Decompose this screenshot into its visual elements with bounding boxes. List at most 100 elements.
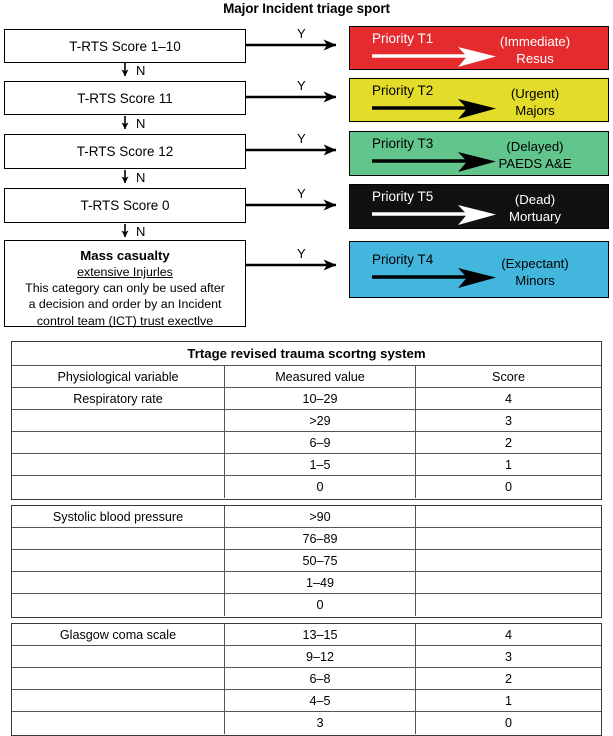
priority-outcome-line-2: PAEDS A&E <box>498 155 572 171</box>
mass-casualty-heading: Mass casualty <box>80 248 170 263</box>
branch-label-yes-5: Y <box>297 246 306 261</box>
cell-measured-value: 0 <box>225 476 416 498</box>
priority-arrow-t4 <box>372 268 496 288</box>
table-row: 0 <box>12 594 601 616</box>
decision-label: T-RTS Score 0 <box>80 198 170 213</box>
cell-variable <box>12 550 225 571</box>
branch-label-no-1: N <box>136 63 146 78</box>
cell-variable: Respiratory rate <box>12 388 225 409</box>
priority-arrow-t3 <box>372 152 496 172</box>
branch-label-yes-2: Y <box>297 78 306 93</box>
cell-variable: Systolic blood pressure <box>12 506 225 527</box>
cell-score: 2 <box>504 671 512 686</box>
priority-label-t5: Priority T5 <box>372 189 434 204</box>
branch-label-no-2: N <box>136 116 146 131</box>
branch-label-no-3: N <box>136 170 146 185</box>
cell-measured-value: 1–5 <box>225 454 416 475</box>
priority-arrow-t5 <box>372 205 496 225</box>
cell-variable: Glasgow coma scale <box>12 624 225 645</box>
cell-score: 3 <box>504 413 512 428</box>
priority-outcome-line-1: (Dead) <box>514 192 556 207</box>
cell-measured-value: 6–9 <box>225 432 416 453</box>
priority-outcome-line-2: Majors <box>515 102 555 118</box>
cell-measured-value: >90 <box>225 506 416 527</box>
decision-box-mass-casualty[interactable]: Mass casualty extensive Injurles This ca… <box>4 240 246 328</box>
cell-variable <box>12 410 225 431</box>
table-row: Systolic blood pressure>90 <box>12 506 601 528</box>
priority-outcome-t4: (Expectant) Minors <box>476 256 594 290</box>
cell-variable <box>12 572 225 593</box>
mass-casualty-line-2: a decision and order by an Incident <box>28 297 222 312</box>
cell-measured-value: 0 <box>225 594 416 616</box>
priority-outcome-t2: (Urgent) Majors <box>476 86 594 120</box>
priority-box-t3[interactable]: Priority T3 (Delayed) PAEDS A&E <box>349 131 609 176</box>
branch-label-yes-1: Y <box>297 26 306 41</box>
decision-box-t-rts-score-0[interactable]: T-RTS Score 0 <box>4 188 246 223</box>
mass-casualty-subheading: extensive Injurles <box>77 265 173 280</box>
cell-variable <box>12 690 225 711</box>
table-header-cell: Score <box>492 369 525 384</box>
decision-box-t-rts-score-12[interactable]: T-RTS Score 12 <box>4 134 246 169</box>
priority-label-t3: Priority T3 <box>372 136 434 151</box>
decision-label: T-RTS Score 1–10 <box>69 38 181 54</box>
priority-outcome-line-1: (Expectant) <box>501 256 569 271</box>
cell-score: 0 <box>504 480 512 494</box>
table-row: 6–8 2 <box>12 668 601 690</box>
cell-measured-value: 13–15 <box>225 624 416 645</box>
cell-variable <box>12 646 225 667</box>
cell-variable <box>12 476 225 498</box>
triage-flowchart-page: Major Incident triage sport <box>4 1 609 736</box>
cell-score <box>416 594 601 616</box>
cell-measured-value: 10–29 <box>225 388 416 409</box>
priority-outcome-line-2: Minors <box>515 272 555 288</box>
priority-outcome-t3: (Delayed) PAEDS A&E <box>476 139 594 173</box>
cell-score: 4 <box>504 627 512 642</box>
priority-outcome-line-2: Mortuary <box>508 208 562 224</box>
cell-score: 4 <box>504 391 512 406</box>
branch-label-yes-4: Y <box>297 186 306 201</box>
cell-variable <box>12 594 225 616</box>
priority-outcome-line-2: Resus <box>516 50 554 66</box>
cell-variable <box>12 432 225 453</box>
priority-box-t2[interactable]: Priority T2 (Urgent) Majors <box>349 78 609 122</box>
table-row: 6–9 2 <box>12 432 601 454</box>
table-header-cell: Measured value <box>225 366 416 387</box>
decision-label: T-RTS Score 11 <box>77 90 173 106</box>
priority-outcome-line-1: (Immediate) <box>499 34 571 49</box>
table-row: 1–49 <box>12 572 601 594</box>
table-row: 50–75 <box>12 550 601 572</box>
cell-measured-value: 6–8 <box>225 668 416 689</box>
priority-label-t2: Priority T2 <box>372 83 434 98</box>
table-row: 4–5 1 <box>12 690 601 712</box>
mass-casualty-line-3: control team (ICT) trust exectlve <box>36 313 214 328</box>
priority-outcome-line-1: (Delayed) <box>506 139 564 154</box>
cell-variable <box>12 454 225 475</box>
cell-measured-value: >29 <box>225 410 416 431</box>
priority-box-t5[interactable]: Priority T5 (Dead) Mortuary <box>349 184 609 229</box>
decision-box-t-rts-score-11[interactable]: T-RTS Score 11 <box>4 81 246 115</box>
cell-measured-value: 1–49 <box>225 572 416 593</box>
table-row: 76–89 <box>12 528 601 550</box>
decision-box-t-rts-score-1-10[interactable]: T-RTS Score 1–10 <box>4 29 246 63</box>
priority-box-t4[interactable]: Priority T4 (Expectant) Minors <box>349 241 609 298</box>
table-title: Trtage revised trauma scortng system <box>12 342 601 366</box>
priority-box-t1[interactable]: Priority T1 (Immediate) Resus <box>349 26 609 70</box>
cell-score: 1 <box>504 693 512 708</box>
priority-outcome-line-1: (Urgent) <box>510 86 560 101</box>
cell-measured-value: 4–5 <box>225 690 416 711</box>
priority-arrow-t2 <box>372 99 496 119</box>
cell-measured-value: 9–12 <box>225 646 416 667</box>
table-header-cell: Physiological variable <box>12 366 225 387</box>
priority-outcome-t1: (Immediate) Resus <box>476 34 594 68</box>
branch-label-no-4: N <box>136 224 146 239</box>
cell-score: 2 <box>504 435 512 450</box>
